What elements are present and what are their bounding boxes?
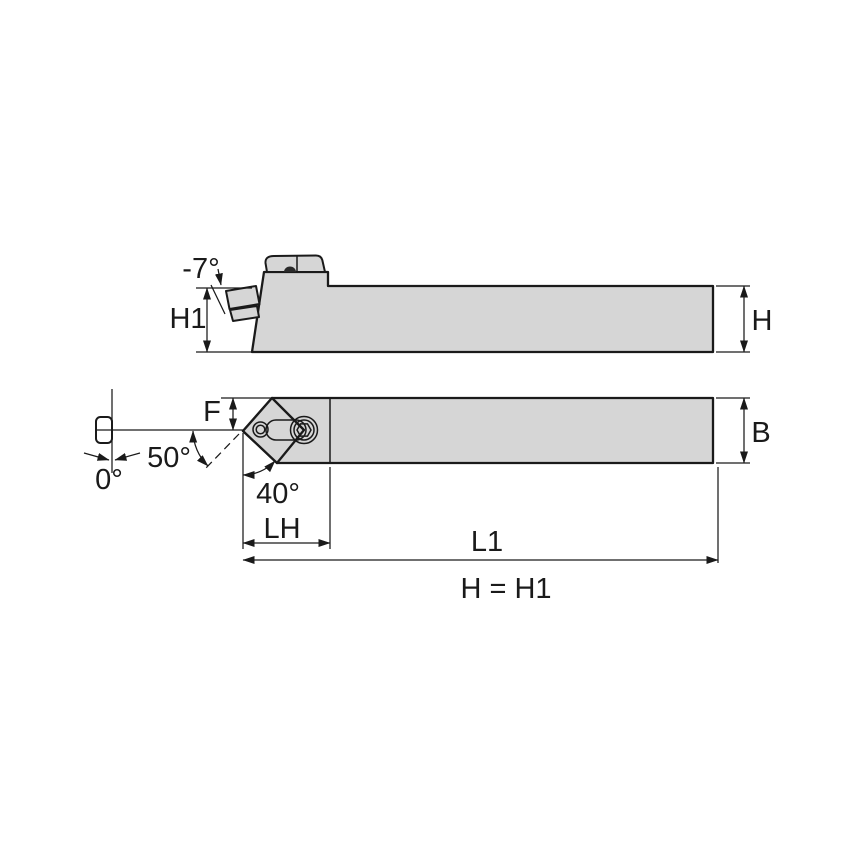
plan-view: 0° 50° 40° F B LH L1 H = H1 [83, 389, 771, 605]
side-view: H1 -7° H [169, 253, 773, 354]
h-label: H [752, 305, 773, 337]
lead-angle-arc [189, 430, 209, 467]
b-label: B [751, 417, 770, 449]
rake-angle-arrow [214, 268, 223, 286]
height-equation-label: H = H1 [460, 573, 551, 605]
lead-angle-label: 50° [147, 442, 191, 474]
lh-label: LH [263, 513, 300, 545]
clamp-arm [265, 419, 307, 441]
insert-hole-outer [252, 421, 269, 438]
included-angle-label: 40° [256, 478, 300, 510]
zero-angle-label: 0° [95, 464, 123, 496]
tool-body-side [250, 270, 715, 354]
screw-head-outer [289, 415, 319, 445]
h1-label: H1 [169, 303, 206, 335]
screw-head-inner [293, 419, 315, 441]
f-label: F [203, 396, 221, 428]
lead-angle-dashed-line [204, 433, 240, 470]
shim-side [229, 305, 260, 322]
clamp-nose-notch [284, 266, 296, 272]
clamp-side [264, 254, 326, 273]
included-angle-arc [242, 460, 276, 479]
screw-hex-socket [296, 423, 312, 437]
l1-label: L1 [471, 526, 503, 558]
rake-angle-leg [210, 284, 226, 315]
zero-angle-arrow-right [114, 452, 141, 461]
zero-angle-arrow-left [83, 452, 110, 461]
rake-angle-label: -7° [182, 253, 219, 285]
insert-hole-inner [255, 424, 266, 435]
